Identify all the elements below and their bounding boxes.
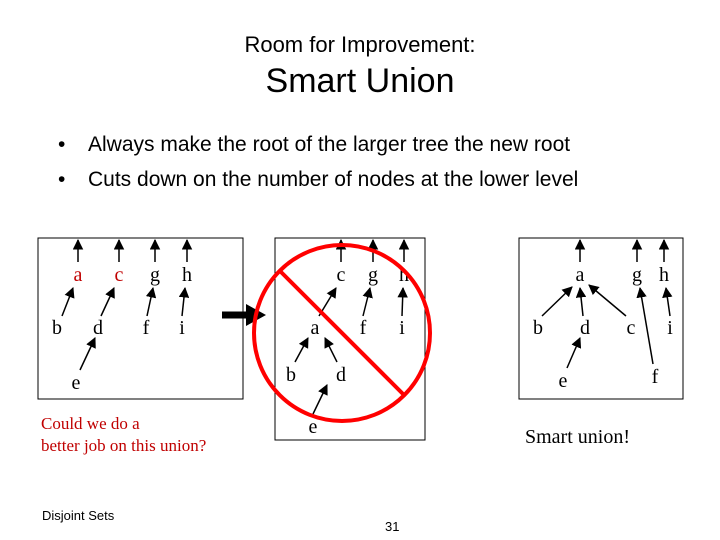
- node-f: f: [143, 317, 150, 339]
- bullet-dot-icon: •: [58, 168, 66, 191]
- smart-union-label: Smart union!: [525, 426, 630, 448]
- node-a: a: [576, 264, 585, 286]
- naive-union-tree: c g h a f i b d e: [252, 237, 432, 441]
- smart-union-tree: a g h b d c i e f: [518, 237, 684, 400]
- node-a: a: [311, 317, 320, 339]
- node-e: e: [559, 370, 568, 392]
- naive-frame: [274, 237, 426, 441]
- bullet-text: Always make the root of the larger tree …: [88, 133, 571, 156]
- note-line: Could we do a: [41, 414, 140, 433]
- node-h: h: [659, 264, 669, 286]
- slide-title: Smart Union: [265, 62, 455, 100]
- note-line: better job on this union?: [41, 436, 207, 455]
- edge-i-h: [178, 286, 190, 317]
- edge-e-d: [566, 337, 582, 369]
- slide-footer: Disjoint Sets: [42, 508, 115, 523]
- smart-frame: [518, 237, 684, 400]
- edge-d-a: [324, 337, 338, 363]
- node-c: c: [115, 264, 124, 286]
- bullet-item-2: • Cuts down on the number of nodes at the…: [58, 168, 578, 192]
- edge-c-a: [588, 284, 627, 317]
- edge-e-d: [79, 337, 96, 371]
- node-c: c: [627, 317, 636, 339]
- node-g: g: [150, 264, 160, 286]
- edge-b-a: [294, 337, 309, 363]
- bullet-text: Cuts down on the number of nodes at the …: [88, 168, 579, 191]
- node-h: h: [399, 264, 409, 286]
- node-h: h: [182, 264, 192, 286]
- node-i: i: [399, 317, 405, 339]
- edge-b-a: [61, 287, 75, 317]
- node-e: e: [309, 416, 318, 438]
- edge-d-c: [100, 287, 115, 317]
- before-frame: [37, 237, 244, 400]
- node-b: b: [533, 317, 543, 339]
- page-number: 31: [385, 519, 400, 534]
- edge-i-h: [397, 286, 408, 317]
- node-b: b: [286, 364, 296, 386]
- node-g: g: [368, 264, 378, 286]
- bullet-item-1: • Always make the root of the larger tree…: [58, 133, 570, 157]
- union-question-note: Could we do a better job on this union?: [41, 413, 206, 457]
- edge-i-h: [662, 286, 673, 317]
- edge-f-g: [145, 286, 157, 317]
- node-c: c: [337, 264, 346, 286]
- edge-f-g: [636, 286, 654, 365]
- edge-e-d: [312, 384, 328, 415]
- node-f: f: [360, 317, 367, 339]
- node-a: a: [74, 264, 83, 286]
- node-d: d: [580, 317, 590, 339]
- edge-b-a: [541, 286, 573, 317]
- node-b: b: [52, 317, 62, 339]
- edge-d-a: [575, 286, 587, 317]
- node-d: d: [93, 317, 103, 339]
- edge-f-g: [362, 286, 373, 317]
- bullet-dot-icon: •: [58, 133, 66, 156]
- node-f: f: [652, 366, 659, 388]
- prohibition-icon: [252, 243, 432, 423]
- before-forest: a c g h b d f i e: [37, 237, 244, 400]
- node-g: g: [632, 264, 642, 286]
- node-i: i: [179, 317, 185, 339]
- slide-subtitle: Room for Improvement:: [244, 32, 476, 57]
- node-e: e: [72, 372, 81, 394]
- node-i: i: [667, 317, 673, 339]
- node-d: d: [336, 364, 346, 386]
